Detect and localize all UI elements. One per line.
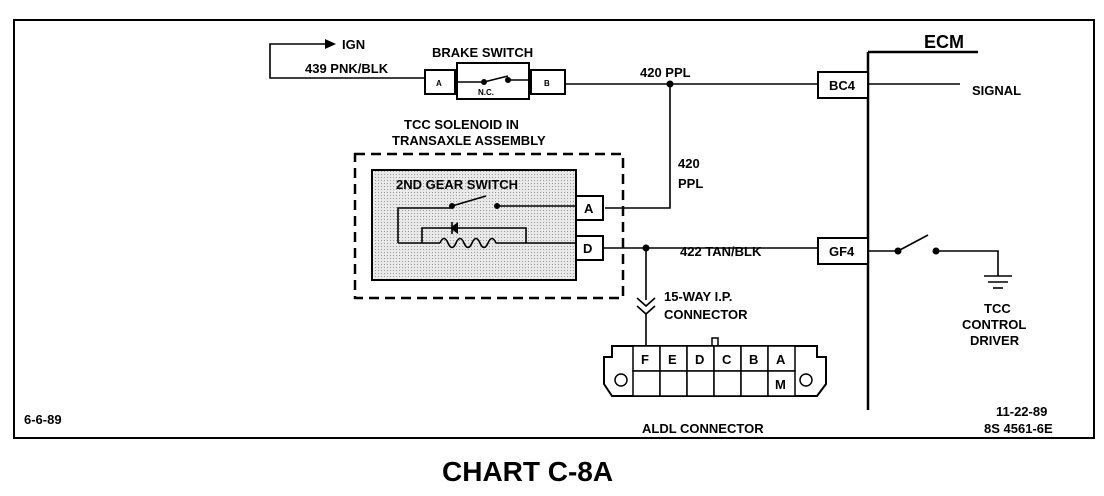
wire-422-label: 422 TAN/BLK (680, 244, 762, 259)
aldl-cell (659, 370, 688, 397)
brake-switch: BRAKE SWITCH A B N.C. (424, 45, 566, 100)
solenoid-pin-a-label: A (584, 201, 594, 216)
aldl-pin-c: C (722, 352, 732, 367)
tcc-driver-line3: DRIVER (970, 333, 1020, 348)
solenoid-pin-d-label: D (583, 241, 592, 256)
aldl-cell (740, 370, 769, 397)
aldl-pin-e: E (668, 352, 677, 367)
ign-feed: IGN 439 PNK/BLK (269, 37, 425, 79)
brake-pin-b (530, 69, 566, 95)
chart-title: CHART C-8A (442, 456, 613, 487)
aldl-pin-f: F (641, 352, 649, 367)
aldl-cell (713, 370, 742, 397)
ip-connector-line1: 15-WAY I.P. (664, 289, 732, 304)
solenoid-title-line1: TCC SOLENOID IN (404, 117, 519, 132)
gear-switch-label: 2ND GEAR SWITCH (396, 177, 518, 192)
tcc-driver-line2: CONTROL (962, 317, 1026, 332)
tcc-driver-line1: TCC (984, 301, 1011, 316)
ecm-signal-label: SIGNAL (972, 83, 1021, 98)
aldl-cell (713, 345, 742, 372)
brake-nc-label: N.C. (478, 88, 494, 97)
solenoid-pin-a (575, 195, 604, 221)
aldl-cell (632, 370, 661, 397)
date-right: 11-22-89 (996, 404, 1047, 419)
wire-420b-line1: 420 (678, 156, 700, 171)
ref-number: 8S 4561-6E (984, 421, 1053, 436)
tcc-solenoid-assembly: TCC SOLENOID IN TRANSAXLE ASSEMBLY 2ND G… (353, 117, 625, 300)
brake-pin-a (424, 69, 456, 95)
aldl-pin-b: B (749, 352, 758, 367)
ign-label: IGN (342, 37, 365, 52)
wire-422: 422 TAN/BLK 15-WAY I.P. CONNECTOR (603, 244, 818, 346)
aldl-cell (686, 370, 715, 397)
aldl-pin-m: M (775, 377, 786, 392)
solenoid-title-line2: TRANSAXLE ASSEMBLY (392, 133, 546, 148)
aldl-connector: F E D C B AM ALDL CONNECTOR (603, 337, 827, 436)
aldl-cell (632, 345, 661, 372)
ip-connector-line2: CONNECTOR (664, 307, 748, 322)
wire-439-label: 439 PNK/BLK (305, 61, 389, 76)
ground-icon (984, 275, 1012, 289)
solenoid-dashed-outline (353, 152, 625, 300)
brake-switch-body (456, 62, 530, 100)
brake-pin-a-label: A (436, 79, 442, 88)
ecm-title: ECM (924, 32, 964, 52)
aldl-pin-a: A (776, 352, 786, 367)
wire-420b-line2: PPL (678, 176, 703, 191)
ecm-bc4-label: BC4 (829, 78, 856, 93)
wire-420: 420 PPL 420 PPL (565, 65, 818, 209)
aldl-label: ALDL CONNECTOR (642, 421, 764, 436)
aldl-cell (767, 345, 796, 372)
gear-switch-shaded-box (371, 169, 577, 281)
ecm-gf4-label: GF4 (829, 244, 855, 259)
ecm-bc4-pin (817, 71, 869, 99)
solenoid-pin-d (575, 235, 604, 261)
brake-pin-b-label: B (544, 79, 550, 88)
date-left: 6-6-89 (24, 412, 62, 427)
ecm: ECM BC4 SIGNAL GF4 TCC CONTROL DRIVER (817, 32, 1026, 410)
wire-420-label: 420 PPL (640, 65, 691, 80)
aldl-cell (767, 370, 796, 397)
ecm-gf4-pin (817, 237, 869, 265)
diagram-frame (13, 19, 1095, 439)
aldl-pin-d: D (695, 352, 704, 367)
brake-switch-title: BRAKE SWITCH (432, 45, 533, 60)
